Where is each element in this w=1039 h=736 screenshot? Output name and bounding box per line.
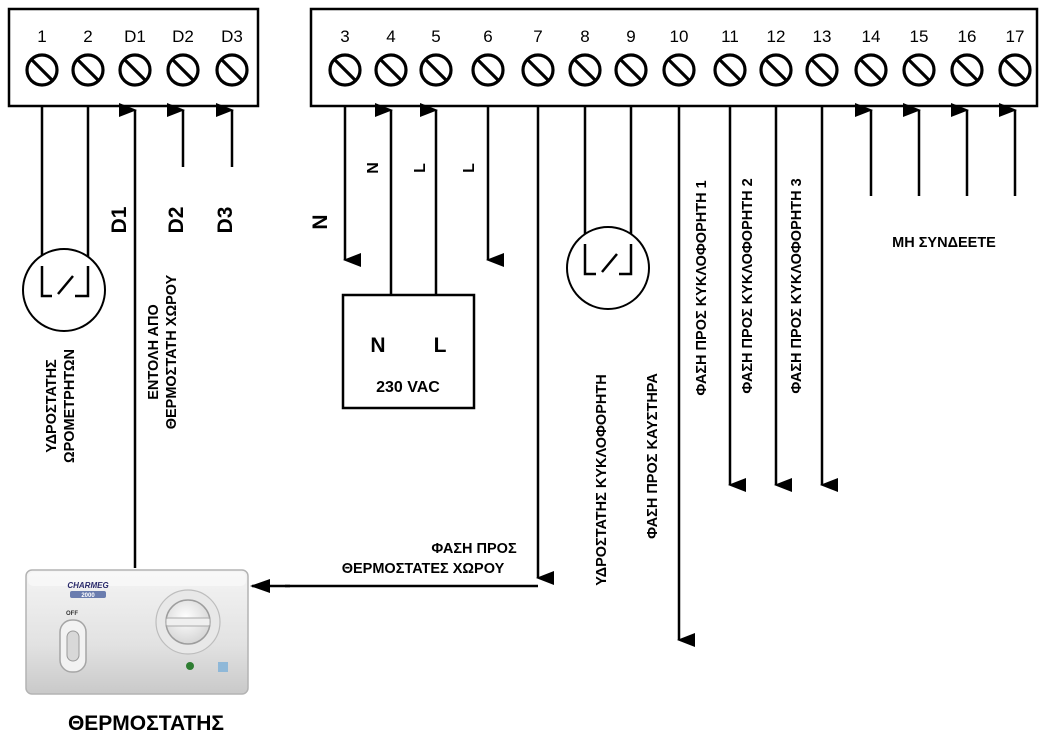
hydrostat-hours-symbol	[22, 248, 106, 332]
wire-label-d3: D3	[214, 207, 237, 234]
wire-label-t5: L	[412, 163, 429, 173]
thermostat-model: 2000	[81, 593, 95, 599]
wire-label-d2: D2	[165, 207, 188, 234]
wire-label-t4: N	[365, 162, 382, 174]
wires	[40, 103, 1017, 647]
terminal-label-1: 1	[37, 27, 46, 46]
terminal-label-15: 15	[910, 27, 929, 46]
terminal-label-13: 13	[813, 27, 832, 46]
screw-terminal-13	[805, 53, 839, 87]
terminal-label-17: 17	[1006, 27, 1025, 46]
supply-voltage-label: 230 VAC	[376, 379, 440, 396]
supply-box	[341, 293, 476, 410]
hydrostat-hours-label-line1: ΥΔΡΟΣΤΑΤΗΣ	[44, 359, 60, 453]
screw-terminal-17	[998, 53, 1032, 87]
supply-l-label: L	[434, 334, 447, 357]
thermostat-caption: ΘΕΡΜΟΣΤΑΤΗΣ	[68, 712, 224, 735]
terminal-label-6: 6	[483, 27, 492, 46]
wire-label-d1: D1	[108, 206, 131, 233]
thermostat-switch-label: OFF	[66, 611, 78, 617]
screw-terminal-D1	[118, 53, 152, 87]
terminal-label-d3: D3	[221, 27, 243, 46]
screw-terminal-16	[950, 53, 984, 87]
screw-terminal-14	[854, 53, 888, 87]
screw-terminals	[25, 53, 1032, 87]
screw-terminal-15	[902, 53, 936, 87]
terminal-label-11: 11	[721, 27, 739, 46]
room-command-label-line2: ΘΕΡΜΟΣΤΑΤΗ ΧΩΡΟΥ	[164, 274, 180, 429]
left-terminal-numbers: 1 2 D1 D2 D3	[37, 27, 243, 46]
terminal-label-10: 10	[670, 27, 689, 46]
terminal-label-3: 3	[340, 27, 349, 46]
phase-burner-label: ΦΑΣΗ ΠΡΟΣ ΚΑΥΣΤΗΡΑ	[645, 373, 661, 539]
right-terminal-numbers: 3 4 5 6 7 8 9 10 11 12 13 14 15 16 17	[340, 27, 1024, 46]
phase-pump2-label: ΦΑΣΗ ΠΡΟΣ ΚΥΚΛΟΦΟΡΗΤΗ 2	[740, 178, 756, 393]
terminal-label-16: 16	[958, 27, 977, 46]
screw-terminal-9	[614, 53, 648, 87]
room-command-label-line1: ΕΝΤΟΛΗ ΑΠΟ	[146, 304, 162, 399]
hydrostat-pump-symbol	[566, 226, 650, 310]
screw-terminal-8	[568, 53, 602, 87]
phase-thermostats-label-line1: ΦΑΣΗ ΠΡΟΣ	[431, 541, 517, 557]
hydrostat-pump-label: ΥΔΡΟΣΤΑΤΗΣ ΚΥΚΛΟΦΟΡΗΤΗ	[594, 374, 610, 585]
screw-terminal-7	[521, 53, 555, 87]
screw-terminal-5	[419, 53, 453, 87]
do-not-connect-label: ΜΗ ΣΥΝΔΕΕΤΕ	[892, 235, 996, 251]
terminal-label-12: 12	[767, 27, 786, 46]
wire-label-t3: N	[309, 214, 332, 229]
screw-terminal-D3	[215, 53, 249, 87]
wire-label-t6: L	[461, 163, 478, 173]
hydrostat-hours-label-line2: ΩΡΟΜΕΤΡΗΤΩΝ	[62, 349, 78, 463]
terminal-label-14: 14	[862, 27, 881, 46]
terminal-label-d2: D2	[172, 27, 194, 46]
phase-pump1-label: ΦΑΣΗ ΠΡΟΣ ΚΥΚΛΟΦΟΡΗΤΗ 1	[694, 180, 710, 395]
screw-terminal-1	[25, 53, 59, 87]
screw-terminal-12	[759, 53, 793, 87]
screw-terminal-10	[662, 53, 696, 87]
terminal-label-4: 4	[386, 27, 395, 46]
screw-terminal-3	[328, 53, 362, 87]
terminal-label-9: 9	[626, 27, 635, 46]
terminal-label-8: 8	[580, 27, 589, 46]
terminal-label-5: 5	[431, 27, 440, 46]
supply-n-label: N	[370, 334, 385, 357]
phase-thermostats-label-line2: ΘΕΡΜΟΣΤΑΤΕΣ ΧΩΡΟΥ	[342, 561, 505, 577]
thermostat-brand: CHARMEG	[67, 581, 108, 590]
screw-terminal-6	[471, 53, 505, 87]
screw-terminal-4	[374, 53, 408, 87]
room-thermostat-device: CHARMEG 2000 OFF	[25, 569, 249, 695]
phase-pump3-label: ΦΑΣΗ ΠΡΟΣ ΚΥΚΛΟΦΟΡΗΤΗ 3	[789, 178, 805, 393]
terminal-label-2: 2	[83, 27, 92, 46]
terminal-label-7: 7	[533, 27, 542, 46]
screw-terminal-11	[713, 53, 747, 87]
screw-terminal-D2	[166, 53, 200, 87]
terminal-label-d1: D1	[124, 27, 146, 46]
screw-terminal-2	[71, 53, 105, 87]
